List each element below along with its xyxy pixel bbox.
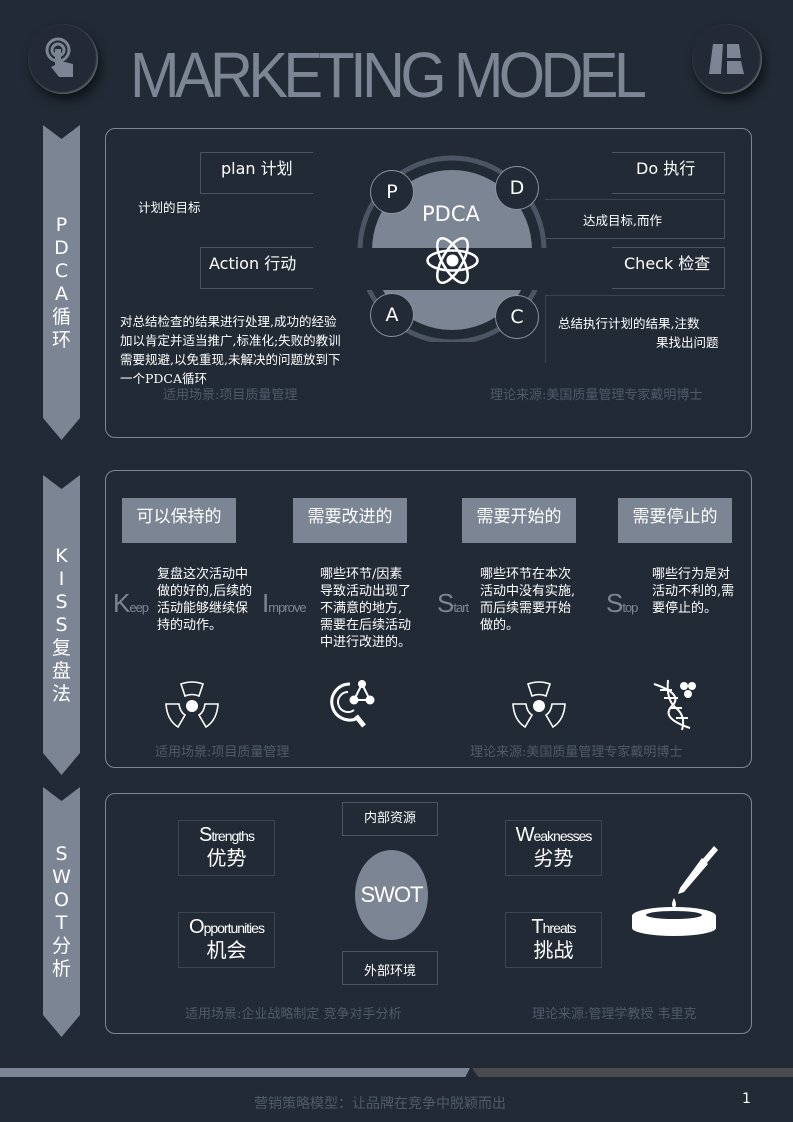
touch-hand-icon <box>28 24 98 94</box>
dna-icon <box>653 679 696 731</box>
keep-header: 可以保持的 <box>122 498 236 543</box>
radiation-icon <box>165 681 219 729</box>
stop-label: Stop <box>606 588 638 618</box>
page-number: 1 <box>742 1091 751 1107</box>
swot-panel <box>105 793 752 1034</box>
atom-icon <box>426 237 479 284</box>
swot-center: SWOT <box>355 850 428 940</box>
pdca-letter-d: D <box>495 166 539 210</box>
pdca-footer-source: 理论来源:美国质量管理专家戴明博士 <box>490 388 703 403</box>
swot-footer-scene: 适用场景:企业战略制定 竞争对手分析 <box>185 1007 402 1022</box>
pipette-dish-icon <box>632 846 718 936</box>
keep-desc: 复盘这次活动中做的好的,后续的活动能够继续保持的动作。 <box>157 567 253 633</box>
stop-header: 需要停止的 <box>618 498 732 543</box>
action-box: Action 行动 <box>200 247 313 289</box>
molecule-search-icon <box>330 680 375 728</box>
footer-bar-light <box>0 1068 470 1077</box>
plan-box: plan 计划 <box>200 152 313 194</box>
start-header: 需要开始的 <box>462 498 576 543</box>
radiation-icon <box>512 681 566 729</box>
kiss-footer-scene: 适用场景:项目质量管理 <box>155 745 290 760</box>
footer-bar-dark <box>472 1068 793 1077</box>
pdca-center-label: PDCA <box>422 202 480 226</box>
do-box: Do 执行 <box>612 152 725 194</box>
internal-resources-box: 内部资源 <box>342 802 438 836</box>
stop-desc: 哪些行为是对活动不利的,需要停止的。 <box>652 567 735 616</box>
keep-label: Keep <box>113 588 149 618</box>
kiss-footer-source: 理论来源:美国质量管理专家戴明博士 <box>470 745 683 760</box>
footer-slogan: 营销策略模型：让品牌在竞争中脱颖而出 <box>254 1096 506 1112</box>
check-desc-box: 总结执行计划的结果,注数 果找出问题 <box>545 295 725 363</box>
action-desc: 对总结检查的结果进行处理,成功的经验加以肯定并适当推广,标准化;失败的教训需要规… <box>120 314 341 386</box>
do-desc-box: 达成目标,而作 <box>545 199 725 239</box>
pdca-letter-c: C <box>495 295 539 339</box>
plan-desc: 计划的目标 <box>138 200 201 215</box>
start-label: Start <box>437 588 469 618</box>
improve-header: 需要改进的 <box>293 498 407 543</box>
pdca-letter-a: A <box>370 293 414 337</box>
external-environment-box: 外部环境 <box>342 951 438 985</box>
page-title: MARKETING MODEL <box>130 39 647 111</box>
improve-label: Improve <box>262 588 307 618</box>
check-box: Check 检查 <box>612 247 725 289</box>
start-desc: 哪些环节在本次活动中没有实施,而后续需要开始做的。 <box>480 567 576 633</box>
swot-footer-source: 理论来源:管理学教授 韦里克 <box>532 1007 697 1022</box>
kiss-panel <box>105 470 752 768</box>
road-layout-icon <box>692 24 762 94</box>
pdca-footer-scene: 适用场景:项目质量管理 <box>163 388 298 403</box>
pdca-panel <box>105 128 752 438</box>
improve-desc: 哪些环节/因素导致活动出现了不满意的地方,需要在后续活动中进行改进的。 <box>320 567 412 650</box>
pdca-letter-p: P <box>370 170 414 214</box>
